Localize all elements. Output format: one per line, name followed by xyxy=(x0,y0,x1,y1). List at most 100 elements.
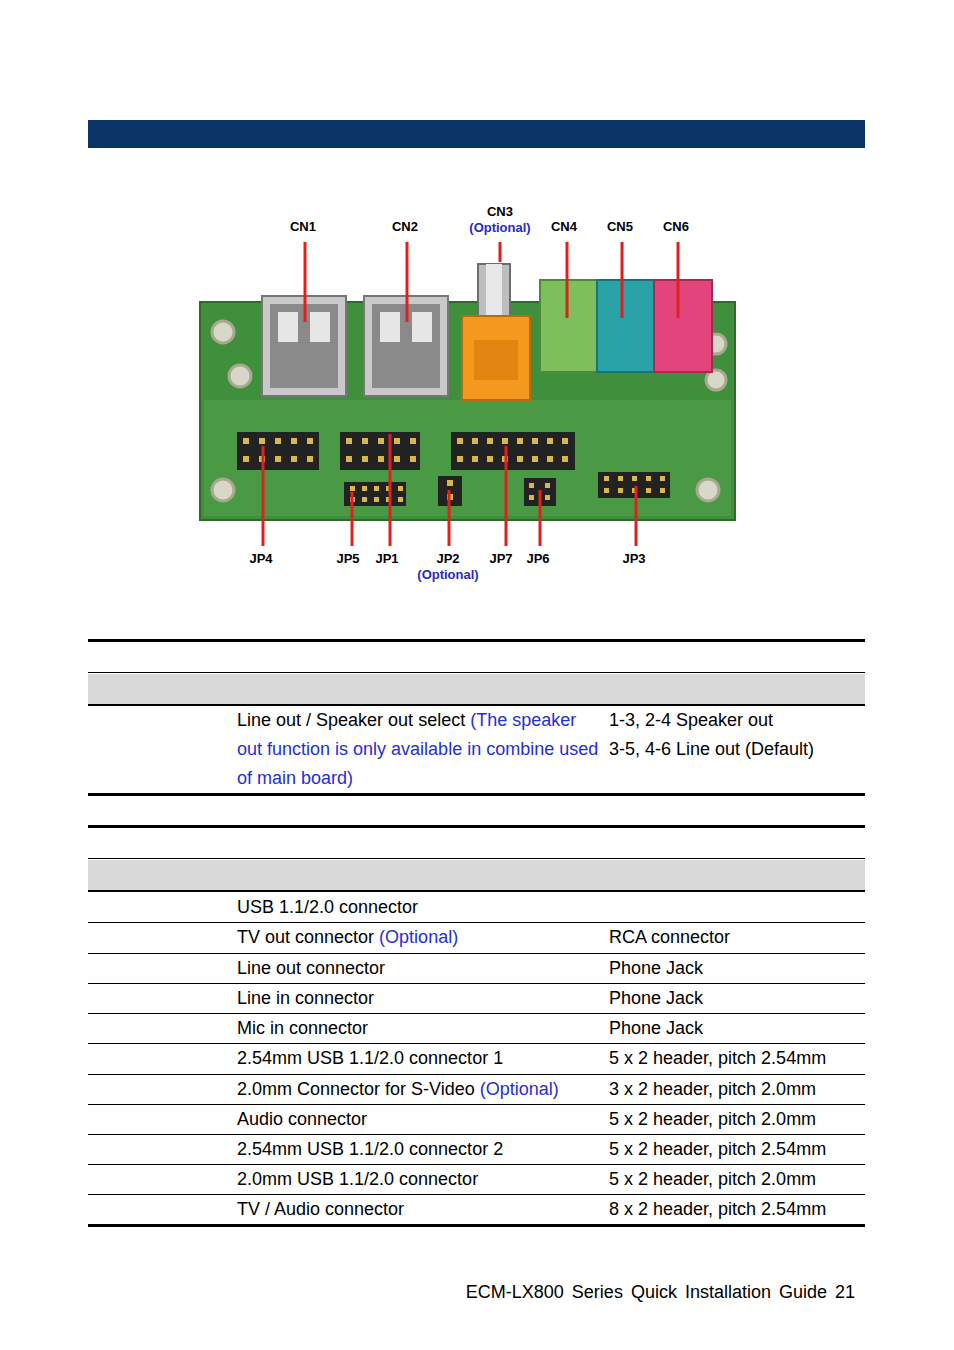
board-part xyxy=(618,488,623,493)
board-part xyxy=(406,242,409,322)
board-part xyxy=(486,264,502,322)
callout-label: JP2(Optional) xyxy=(417,551,478,583)
pin-header xyxy=(598,472,670,498)
board-part xyxy=(362,438,368,444)
label-text: 5 x 2 header, pitch 2.54mm xyxy=(609,1139,826,1159)
board-part xyxy=(547,456,553,462)
board-part xyxy=(487,456,493,462)
table-cell: Line in connector xyxy=(237,984,605,1013)
board-part xyxy=(307,438,313,444)
label-text: 2.54mm USB 1.1/2.0 connector 2 xyxy=(237,1139,503,1159)
board-part xyxy=(88,1104,865,1105)
callout-label: CN4 xyxy=(551,219,577,235)
table-cell: 5 x 2 header, pitch 2.0mm xyxy=(609,1105,859,1134)
board-part xyxy=(618,476,623,481)
board-part xyxy=(88,825,865,828)
label-text: 2.0mm USB 1.1/2.0 connector xyxy=(237,1169,478,1189)
callout-label: CN5 xyxy=(607,219,633,235)
board-part xyxy=(646,488,651,493)
board-part xyxy=(243,456,249,462)
label-text: JP3 xyxy=(622,551,645,567)
board-part xyxy=(448,490,451,546)
board-part xyxy=(604,488,609,493)
table-cell: 5 x 2 header, pitch 2.54mm xyxy=(609,1044,859,1073)
board-part xyxy=(532,456,538,462)
table-cell: 3 x 2 header, pitch 2.0mm xyxy=(609,1075,859,1104)
table-cell: 5 x 2 header, pitch 2.0mm xyxy=(609,1165,859,1194)
table-cell: Line out / Speaker out select(The speake… xyxy=(237,706,605,793)
board-part xyxy=(374,486,379,491)
board-part xyxy=(462,316,530,400)
board-part xyxy=(545,483,550,488)
mount-hole xyxy=(229,365,251,387)
board-part xyxy=(457,456,463,462)
label-text: CN3 xyxy=(469,204,530,220)
pin-header xyxy=(340,432,420,470)
board-part xyxy=(604,476,609,481)
table-cell: RCA connector xyxy=(609,923,859,952)
phone-jack xyxy=(654,280,712,372)
label-text: Phone Jack xyxy=(609,958,703,978)
board-part xyxy=(547,438,553,444)
board-part xyxy=(88,983,865,984)
board-part xyxy=(562,438,568,444)
leader-lines xyxy=(263,242,678,546)
board-part xyxy=(517,438,523,444)
label-text: 2.0mm Connector for S-Video xyxy=(237,1079,475,1099)
callout-label: CN6 xyxy=(663,219,689,235)
board-part xyxy=(410,456,416,462)
board-part xyxy=(660,476,665,481)
optional-note: (Optional) xyxy=(469,220,530,236)
optional-note: (Optional) xyxy=(417,567,478,583)
label-text: TV / Audio connector xyxy=(237,1199,404,1219)
table-cell: 8 x 2 header, pitch 2.54mm xyxy=(609,1195,859,1224)
board-part xyxy=(88,793,865,796)
board-part xyxy=(275,438,281,444)
board-part xyxy=(380,312,400,342)
label-text: RCA connector xyxy=(609,927,730,947)
table-cell: Line out connector xyxy=(237,954,605,983)
optional-note: (Optional) xyxy=(480,1079,559,1099)
label-text: 1-3, 2-4 Speaker out xyxy=(609,710,773,730)
board-part xyxy=(389,434,392,546)
board-part xyxy=(374,497,379,502)
board-part xyxy=(529,495,534,500)
label-text: Mic in connector xyxy=(237,1018,368,1038)
board-part xyxy=(88,1164,865,1165)
label-text: Audio connector xyxy=(237,1109,367,1129)
board-part xyxy=(562,456,568,462)
callout-label: CN2 xyxy=(392,219,418,235)
board-part xyxy=(677,242,680,318)
callout-label: JP5 xyxy=(336,551,359,567)
table-cell: 1-3, 2-4 Speaker out xyxy=(609,706,859,735)
board-part xyxy=(505,446,508,546)
callout-label: CN1 xyxy=(290,219,316,235)
label-text: Line out connector xyxy=(237,958,385,978)
label-text: ECM-LX800 Series Quick Installation Guid… xyxy=(466,1282,855,1302)
callout-label: JP7 xyxy=(489,551,512,567)
board-photo xyxy=(200,264,735,520)
label-text: JP4 xyxy=(249,551,272,567)
label-text: JP7 xyxy=(489,551,512,567)
label-text: 8 x 2 header, pitch 2.54mm xyxy=(609,1199,826,1219)
mount-hole xyxy=(212,321,234,343)
board-part xyxy=(243,438,249,444)
callout-label: CN3(Optional) xyxy=(469,204,530,236)
phone-jack xyxy=(597,280,654,372)
board-part xyxy=(378,456,384,462)
board-part xyxy=(398,486,403,491)
board-part xyxy=(362,486,367,491)
table-cell: Phone Jack xyxy=(609,1014,859,1043)
board-part xyxy=(304,242,307,322)
board-part xyxy=(88,1224,865,1227)
label-text: JP6 xyxy=(526,551,549,567)
label-text: Phone Jack xyxy=(609,988,703,1008)
table-cell: TV out connector(Optional) xyxy=(237,923,605,952)
board-part xyxy=(88,1194,865,1195)
board-part xyxy=(566,242,569,318)
pcb-shade xyxy=(204,400,731,516)
board-part xyxy=(478,264,510,322)
board-part xyxy=(88,922,865,923)
board-part xyxy=(88,1074,865,1075)
board-part xyxy=(502,438,508,444)
